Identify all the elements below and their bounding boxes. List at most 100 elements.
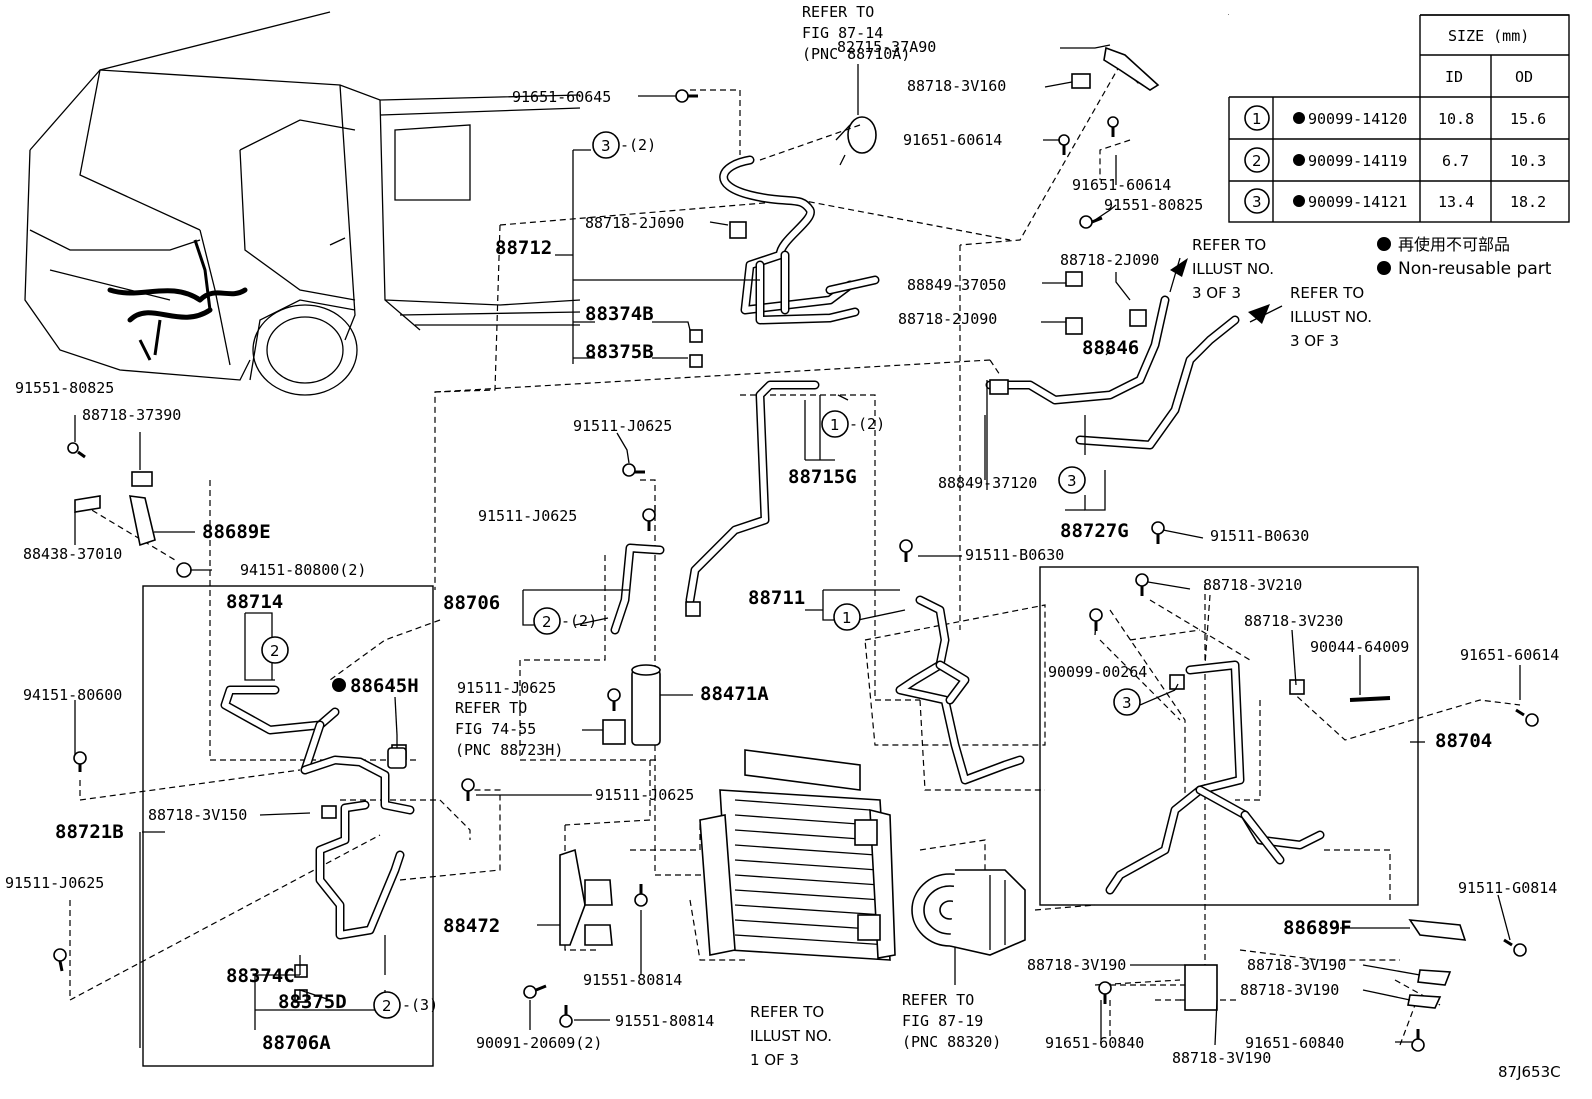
row1-id: 10.8	[1438, 110, 1474, 128]
svg-text:88846: 88846	[1082, 337, 1139, 359]
svg-text:91651-60614: 91651-60614	[1072, 176, 1171, 194]
clamp-icon	[1065, 317, 1083, 335]
nonreusable-dot-icon	[1293, 195, 1305, 207]
bolt-icon	[1135, 573, 1149, 596]
expansion-valve-icon	[847, 116, 877, 154]
bracket-icon	[128, 495, 156, 547]
svg-text:ILLUST NO.: ILLUST NO.	[1192, 260, 1274, 278]
callout-circle	[373, 991, 401, 1019]
refer-fig-87-19: REFER TO FIG 87-19 (PNC 88320)	[902, 940, 1001, 1051]
svg-text:88706A: 88706A	[262, 1032, 331, 1054]
svg-text:91651-60645: 91651-60645	[512, 88, 611, 106]
svg-text:91511-B0630: 91511-B0630	[1210, 527, 1309, 545]
diagram-code: 87J653C	[1498, 1063, 1561, 1081]
svg-text:88849-37120: 88849-37120	[938, 474, 1037, 492]
svg-text:FIG 74-55: FIG 74-55	[455, 720, 536, 738]
compressor	[911, 869, 1026, 956]
bolt-icon	[642, 508, 656, 531]
refer-fig-74-55: REFER TO FIG 74-55 (PNC 88723H)	[455, 699, 626, 759]
svg-text:88718-2J090: 88718-2J090	[585, 214, 684, 232]
svg-text:90099-00264: 90099-00264	[1048, 663, 1147, 681]
size-col-id: ID	[1445, 68, 1463, 86]
o-ring-icon	[689, 329, 703, 343]
row3-num: 3	[1252, 193, 1262, 211]
svg-text:91551-80814: 91551-80814	[583, 971, 682, 989]
bolt-icon	[1503, 938, 1527, 957]
bolt-icon	[461, 778, 475, 801]
svg-text:-(2): -(2)	[620, 136, 656, 154]
bolt-icon	[1515, 708, 1539, 727]
svg-text:91551-80814: 91551-80814	[615, 1012, 714, 1030]
bolt-icon	[675, 89, 698, 103]
svg-text:88375B: 88375B	[585, 341, 654, 363]
bolt-icon	[67, 442, 86, 459]
svg-text:91651-60840: 91651-60840	[1245, 1034, 1344, 1052]
clamp-icon	[1129, 309, 1147, 327]
row3-od: 18.2	[1510, 193, 1546, 211]
receiver-drier-88471A	[631, 664, 661, 746]
svg-text:ILLUST NO.: ILLUST NO.	[1290, 308, 1372, 326]
bolt-icon	[634, 884, 648, 907]
clamp-icon	[321, 805, 337, 819]
bolt-icon	[73, 751, 87, 772]
bracket-icon	[1408, 919, 1467, 941]
assembly-box-88704	[1039, 566, 1419, 906]
svg-text:88721B: 88721B	[55, 821, 124, 843]
svg-text:88712: 88712	[495, 237, 552, 259]
svg-text:91511-J0625: 91511-J0625	[457, 679, 556, 697]
condenser	[699, 749, 896, 961]
svg-text:88718-3V190: 88718-3V190	[1240, 981, 1339, 999]
legend-jp: 再使用不可部品	[1398, 235, 1510, 254]
part-labels: 82715-37A90 88718-3V160 91651-60645 9165…	[5, 38, 1559, 1067]
o-ring-icon	[294, 964, 308, 978]
refer-illust-3b: REFER TO ILLUST NO. 3 OF 3	[1248, 284, 1372, 350]
svg-text:88718-3V160: 88718-3V160	[907, 77, 1006, 95]
svg-text:3 OF 3: 3 OF 3	[1290, 332, 1339, 350]
vehicle-illustration	[24, 11, 581, 396]
bracket-88472	[559, 848, 613, 946]
clamp-icon	[1407, 994, 1442, 1009]
svg-text:2: 2	[382, 997, 392, 1015]
refer-illust-1: REFER TO ILLUST NO. 1 OF 3	[750, 1003, 832, 1069]
svg-text:REFER TO: REFER TO	[1192, 236, 1266, 254]
svg-text:88718-3V150: 88718-3V150	[148, 806, 247, 824]
svg-text:(PNC 88710A): (PNC 88710A)	[802, 45, 910, 63]
bolt-icon	[523, 984, 547, 999]
svg-text:REFER TO: REFER TO	[902, 991, 974, 1009]
bolt-icon	[559, 1005, 573, 1028]
bolt-icon	[1098, 981, 1112, 1004]
clamp-icon	[1065, 271, 1083, 287]
svg-text:88471A: 88471A	[700, 683, 769, 705]
circle-callouts: 3 -(2) 1 -(2) 3 2 -(2) 1 2 3 2 -(3)	[261, 131, 1141, 1019]
svg-text:94151-80800(2): 94151-80800(2)	[240, 561, 366, 579]
svg-text:88704: 88704	[1435, 730, 1492, 752]
svg-text:91551-80825: 91551-80825	[1104, 196, 1203, 214]
pipes	[220, 155, 1325, 940]
svg-text:90044-64009: 90044-64009	[1310, 638, 1409, 656]
svg-text:1: 1	[830, 416, 840, 434]
svg-text:91651-60614: 91651-60614	[1460, 646, 1559, 664]
clamp-icon	[729, 221, 747, 239]
svg-text:91651-60840: 91651-60840	[1045, 1034, 1144, 1052]
svg-text:88714: 88714	[226, 591, 283, 613]
svg-text:FIG 87-19: FIG 87-19	[902, 1012, 983, 1030]
svg-text:1 OF 3: 1 OF 3	[750, 1051, 799, 1069]
svg-text:88849-37050: 88849-37050	[907, 276, 1006, 294]
row3-id: 13.4	[1438, 193, 1474, 211]
row2-part: 90099-14119	[1308, 152, 1407, 170]
svg-text:1: 1	[842, 609, 852, 627]
svg-text:88718-2J090: 88718-2J090	[898, 310, 997, 328]
svg-text:88689F: 88689F	[1283, 917, 1352, 939]
arrow-icon	[1170, 258, 1188, 277]
clamp-icon	[989, 379, 1009, 395]
bolt-icon	[53, 948, 67, 972]
svg-text:(PNC 88723H): (PNC 88723H)	[455, 741, 563, 759]
fasteners	[53, 46, 1539, 1052]
row2-num: 2	[1252, 152, 1262, 170]
legend: 再使用不可部品 Non-reusable part	[1377, 235, 1552, 279]
refer-fig-87-14: REFER TO FIG 87-14 (PNC 88710A)	[802, 3, 910, 166]
svg-text:REFER TO: REFER TO	[455, 699, 527, 717]
callout-circle	[592, 131, 620, 159]
svg-text:88689E: 88689E	[202, 521, 271, 543]
pressure-sensor-icon	[387, 747, 407, 769]
